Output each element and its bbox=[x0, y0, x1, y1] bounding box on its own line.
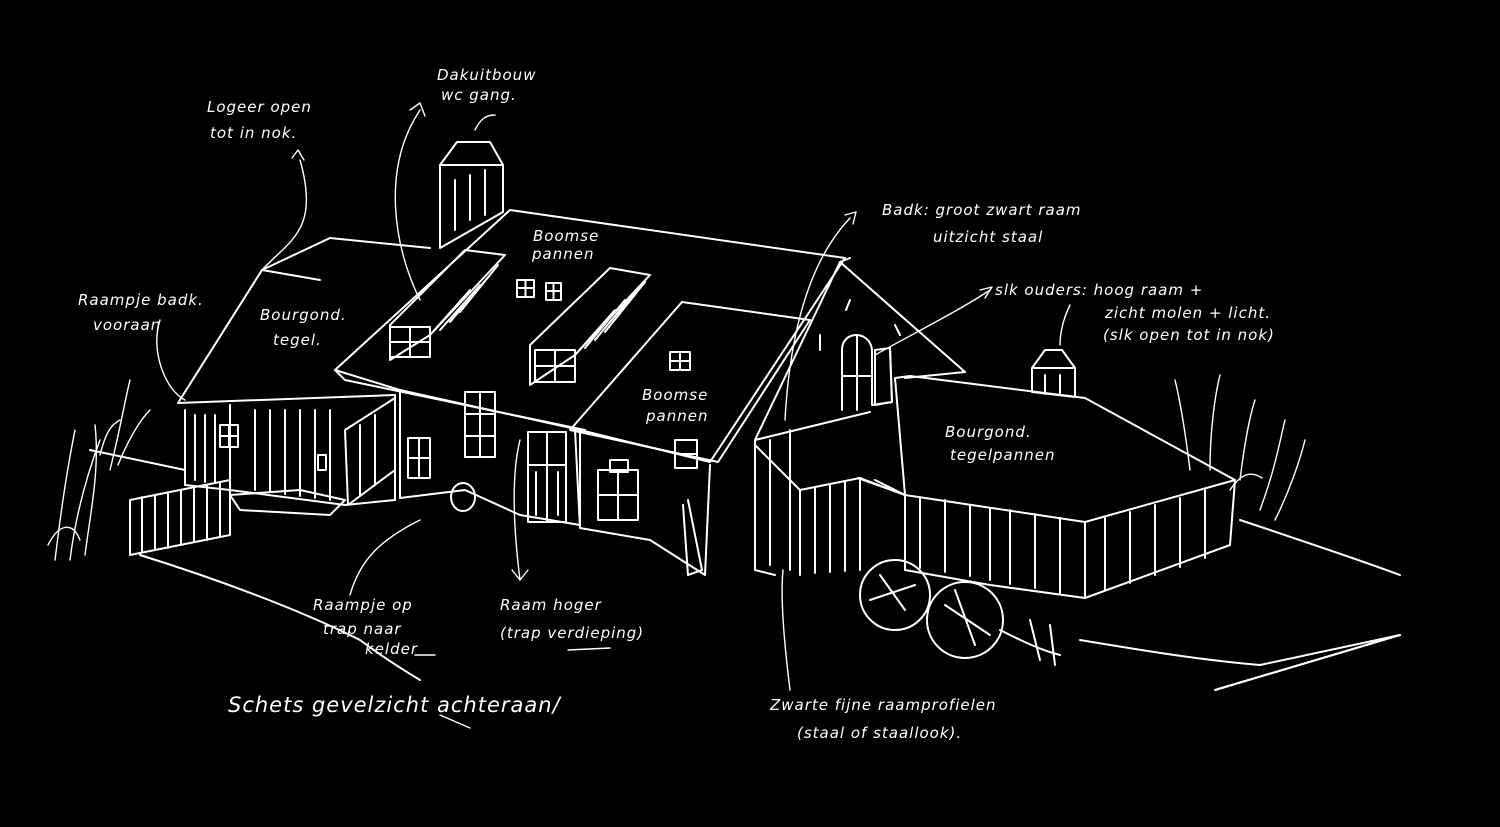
label-roof-middle: Boomse pannen bbox=[642, 386, 708, 425]
annotation-dormer-line1: Dakuitbouw bbox=[437, 66, 536, 84]
label-roof-right-line2: tegelpannen bbox=[950, 446, 1056, 464]
annotation-profiles-line2: (staal of staallook). bbox=[797, 724, 962, 742]
annotation-stair-window-line2: trap naar bbox=[323, 620, 402, 638]
annotation-window-higher: Raam hoger (trap verdieping) bbox=[500, 596, 644, 642]
label-roof-left-line1: Bourgond. bbox=[260, 306, 347, 324]
annotation-bedroom: slk ouders: hoog raam + zicht molen + li… bbox=[995, 281, 1275, 344]
shrubs bbox=[859, 559, 1061, 666]
annotation-profiles-line1: Zwarte fijne raamprofielen bbox=[769, 696, 997, 714]
annotation-dormer: Dakuitbouw wc gang. bbox=[437, 66, 536, 104]
terrain-lines bbox=[89, 449, 1401, 691]
annotation-bedroom-line3: (slk open tot in nok) bbox=[1103, 326, 1275, 344]
annotation-loggia: Logeer open tot in nok. bbox=[207, 98, 312, 142]
label-roof-right-line1: Bourgond. bbox=[945, 423, 1032, 441]
label-roof-left: Bourgond. tegel. bbox=[260, 306, 347, 349]
annotation-window-higher-line1: Raam hoger bbox=[500, 596, 602, 614]
annotation-loggia-line1: Logeer open bbox=[207, 98, 312, 116]
label-roof-main-line2: pannen bbox=[531, 245, 594, 263]
annotation-window-bath-front-line2: vooraan bbox=[93, 316, 161, 334]
main-house bbox=[334, 209, 846, 526]
right-gable bbox=[754, 257, 966, 576]
annotation-bedroom-line1: slk ouders: hoog raam + bbox=[995, 281, 1203, 299]
label-roof-middle-line2: pannen bbox=[645, 407, 708, 425]
chimney-left bbox=[439, 141, 504, 249]
vegetation-right bbox=[1174, 374, 1306, 521]
annotation-window-higher-line2: (trap verdieping) bbox=[500, 624, 644, 642]
annotation-stair-window-line3: kelder bbox=[365, 640, 418, 658]
label-roof-main: Boomse pannen bbox=[531, 227, 599, 263]
annotation-bath-line1: Badk: groot zwart raam bbox=[882, 201, 1082, 219]
annotation-window-bath-front-line1: Raampje badk. bbox=[78, 291, 204, 309]
annotation-arrows bbox=[156, 102, 1071, 729]
label-roof-left-line2: tegel. bbox=[273, 331, 322, 349]
annotation-profiles: Zwarte fijne raamprofielen (staal of sta… bbox=[769, 696, 997, 742]
annotation-stair-window: Raampje op trap naar kelder bbox=[313, 596, 418, 658]
vegetation-left bbox=[47, 379, 151, 561]
annotation-window-bath-front: Raampje badk. vooraan bbox=[78, 291, 204, 334]
right-wing bbox=[754, 375, 1236, 599]
annotation-stair-window-line1: Raampje op bbox=[313, 596, 413, 614]
sketch-title: Schets gevelzicht achteraan/ bbox=[228, 693, 562, 717]
annotation-dormer-line2: wc gang. bbox=[441, 86, 517, 104]
label-roof-middle-line1: Boomse bbox=[642, 386, 708, 404]
chimney-right bbox=[1031, 349, 1076, 398]
left-wing bbox=[129, 237, 431, 556]
annotation-bath: Badk: groot zwart raam uitzicht staal bbox=[882, 201, 1082, 246]
annotation-bedroom-line2: zicht molen + licht. bbox=[1104, 304, 1271, 322]
middle-wing bbox=[569, 301, 811, 576]
annotation-loggia-line2: tot in nok. bbox=[210, 124, 297, 142]
annotation-bath-line2: uitzicht staal bbox=[933, 228, 1043, 246]
label-roof-main-line1: Boomse bbox=[533, 227, 599, 245]
label-roof-right: Bourgond. tegelpannen bbox=[945, 423, 1056, 464]
